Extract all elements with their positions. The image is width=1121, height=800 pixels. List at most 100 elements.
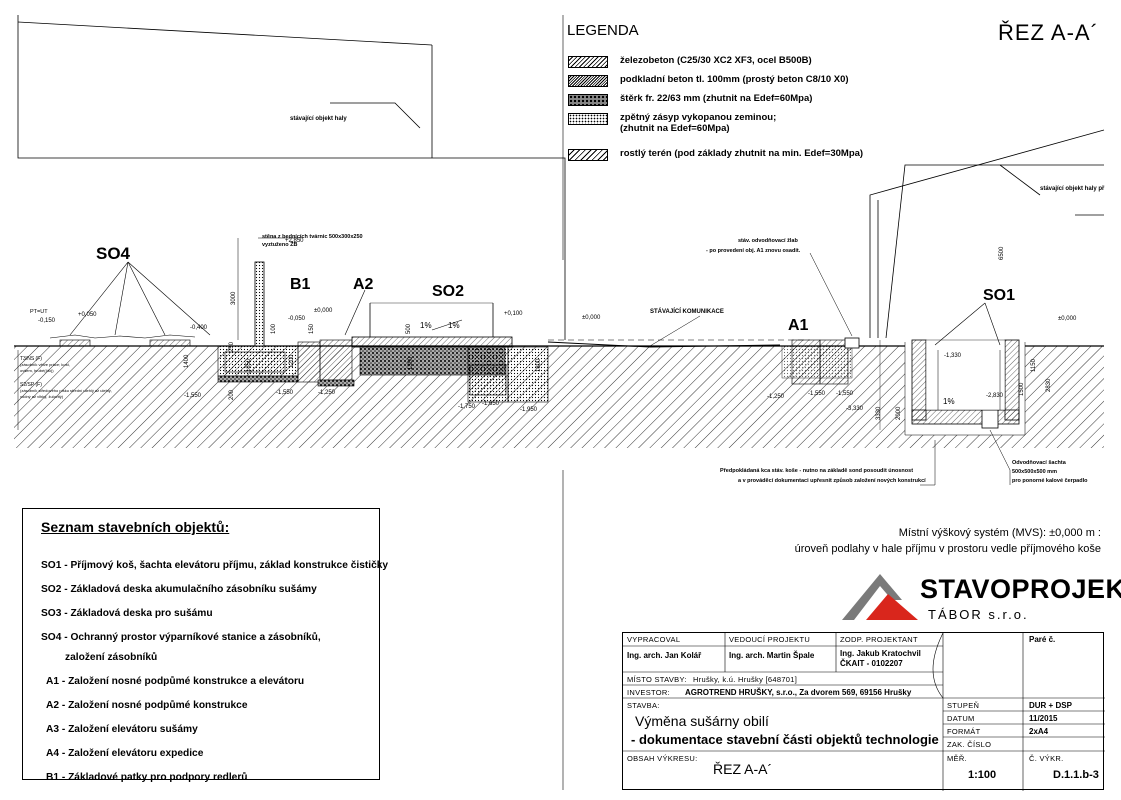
title-block: VYPRACOVAL Ing. arch. Jan Kolář VEDOUCÍ … — [622, 632, 1105, 791]
swatch-reinforced-concrete — [568, 56, 608, 68]
dim-2830: 2830 — [1046, 378, 1052, 392]
level-l4: -0,050 — [288, 316, 306, 322]
list-item: SO1 - Příjmový koš, šachta elevátoru pří… — [41, 560, 389, 571]
label-so2: SO2 — [432, 283, 464, 300]
dim-1850: 1850 — [246, 358, 252, 372]
tb-format: 2xA4 — [1029, 727, 1049, 736]
level-l17: -1,550 — [836, 391, 854, 397]
legend-label: železobeton (C25/30 XC2 XF3, ocel B500B) — [620, 55, 812, 66]
level-l9: -1,550 — [184, 393, 202, 399]
note-drain-2: - po provedení obj. A1 znovu osadit. — [706, 248, 801, 254]
dim-1200: 1200 — [289, 354, 295, 368]
dim-500: 500 — [406, 323, 412, 334]
existing-road — [547, 315, 810, 348]
list-item: SO3 - Základová deska pro sušámu — [41, 608, 213, 619]
dim-3000: 3000 — [231, 291, 237, 305]
list-item: B1 - Základové patky pro podpory redlerů — [46, 772, 248, 783]
list-item: A1 - Založení nosné podpůmé konstrukce a… — [46, 676, 305, 687]
list-item: SO4 - Ochranný prostor výparníkové stani… — [41, 632, 321, 643]
note-well-1: Odvodňovací šachta — [1012, 460, 1067, 466]
tb-datum-label: DATUM — [947, 714, 975, 723]
list-item: SO2 - Základová deska akumulačního zásob… — [41, 584, 317, 595]
legend-item-sterk: štěrk fr. 22/63 mm (zhutnit na Edef=60Mp… — [568, 93, 812, 107]
dim-1500: 1500 — [1019, 382, 1025, 396]
level-l18: -3,330 — [846, 406, 864, 412]
level-l10: -1,550 — [276, 390, 294, 396]
label-so4: SO4 — [96, 244, 131, 263]
list-item: A2 - Založení nosné podpůmé konstrukce — [46, 700, 248, 711]
tb-zodp-1: Ing. Jakub Kratochvil — [840, 649, 921, 658]
level-l20: -2,830 — [986, 393, 1004, 399]
tb-meritko: 1:100 — [968, 769, 997, 781]
dim-6500: 6500 — [999, 246, 1005, 260]
tb-stavba-2: - dokumentace stavební části objektů tec… — [631, 732, 939, 747]
label-a1: A1 — [788, 317, 809, 334]
note-foundation-1: Předpokládaná kca stáv. koše - nutno na … — [720, 468, 913, 474]
legend-label: zpětný zásyp vykopanou zeminou;(zhutnit … — [620, 112, 777, 134]
level-l1: +0,050 — [78, 312, 97, 318]
note-wall-1: stěna z bednících tvárnic 500x300x250 — [262, 234, 363, 240]
label-b1: B1 — [290, 276, 311, 293]
level-l5: ±0,000 — [314, 308, 333, 314]
tb-stavba-1: Výměna sušárny obilí — [635, 713, 769, 729]
level-pt: -0,150 — [38, 318, 56, 324]
dim-200: 200 — [229, 389, 235, 400]
list-item: založení zásobníků — [65, 652, 158, 663]
tb-investor: AGROTREND HRUŠKY, s.r.o., Za dvorem 569,… — [685, 688, 912, 697]
tb-format-label: FORMÁT — [947, 727, 981, 736]
dim-1150: 1150 — [1031, 358, 1037, 372]
layer-1c: ovšem, hrubé(čtu)) — [20, 368, 54, 373]
note-well-3: pro ponorné kalové čerpadlo — [1012, 478, 1088, 484]
tb-vykres: D.1.1.b-3 — [1053, 769, 1099, 781]
layer-1b: (zásobník větve práce; kost, — [20, 362, 70, 367]
list-item: A4 - Založení elevátoru expedice — [46, 748, 204, 759]
layer-2b: (zásobník středového písku střední ulehl… — [20, 388, 112, 393]
tb-stavba-label: STAVBA: — [627, 701, 660, 710]
level-l11: -1,250 — [318, 390, 336, 396]
label-a2: A2 — [353, 276, 374, 293]
tb-vypracoval-label: VYPRACOVAL — [627, 635, 681, 644]
tb-misto-label: MÍSTO STAVBY: — [627, 675, 687, 684]
swatch-base-concrete — [568, 75, 608, 87]
a2-foundation — [317, 289, 366, 387]
swatch-backfill — [568, 113, 608, 125]
slope-2: 1% — [448, 321, 460, 330]
layer-1: T3/NS (F) — [20, 356, 42, 362]
note-foundation-2: a v prováděcí dokumentaci upřesnit způso… — [738, 477, 926, 484]
tb-vykres-label: Č. VÝKR. — [1029, 754, 1064, 763]
tb-obsah: ŘEZ A-A´ — [713, 761, 773, 777]
note-well-2: 500x500x500 mm — [1012, 469, 1057, 475]
legend-item-zpetny-zasyp: zpětný zásyp vykopanou zeminou;(zhutnit … — [568, 112, 776, 140]
tb-vedouci-label: VEDOUCÍ PROJEKTU — [729, 635, 811, 644]
dim-2000: 2000 — [896, 406, 902, 420]
level-l6: +0,100 — [504, 311, 523, 317]
tb-obsah-label: OBSAH VÝKRESU: — [627, 754, 698, 763]
title-block-grid — [623, 633, 1105, 791]
layer-2c: vodný až vlhký, žulovitý) — [20, 394, 64, 399]
logo-subtitle: TÁBOR s.r.o. — [928, 607, 1029, 622]
level-l2: -0,400 — [190, 325, 208, 331]
logo-mark-icon — [842, 574, 918, 620]
tb-meritko-label: MĚŘ. — [947, 754, 967, 763]
label-pt: PT=UT — [30, 309, 48, 315]
dim-1400: 1400 — [184, 354, 190, 368]
tb-zodp-label: ZODP. PROJEKTANT — [840, 635, 918, 644]
level-l15: -1,250 — [767, 394, 785, 400]
legend-item-zelezobeton: železobeton (C25/30 XC2 XF3, ocel B500B) — [568, 55, 812, 69]
dim-1800: 1800 — [536, 358, 542, 372]
tb-misto: Hrušky, k.ú. Hrušky [648701] — [693, 675, 798, 684]
tb-zodp-2: ČKAIT - 0102207 — [840, 659, 903, 668]
swatch-natural-ground — [568, 149, 608, 161]
legend-label: rostlý terén (pod základy zhutnit na min… — [620, 148, 864, 159]
section-title: ŘEZ A-A´ — [998, 20, 1099, 45]
level-l12: -1,750 — [458, 404, 476, 410]
dim-100: 100 — [271, 323, 277, 334]
tb-stupen-label: STUPEŇ — [947, 701, 980, 710]
dim-1300: 1300 — [408, 356, 414, 370]
level-l13: -1,650 — [482, 401, 500, 407]
level-l8: ±0,000 — [1058, 316, 1077, 322]
tb-investor-label: INVESTOR: — [627, 688, 670, 697]
dim-150: 150 — [309, 323, 315, 334]
company-logo: STAVOPROJEKT TÁBOR s.r.o. — [840, 570, 1121, 622]
level-l3: +2,850 — [285, 238, 304, 244]
